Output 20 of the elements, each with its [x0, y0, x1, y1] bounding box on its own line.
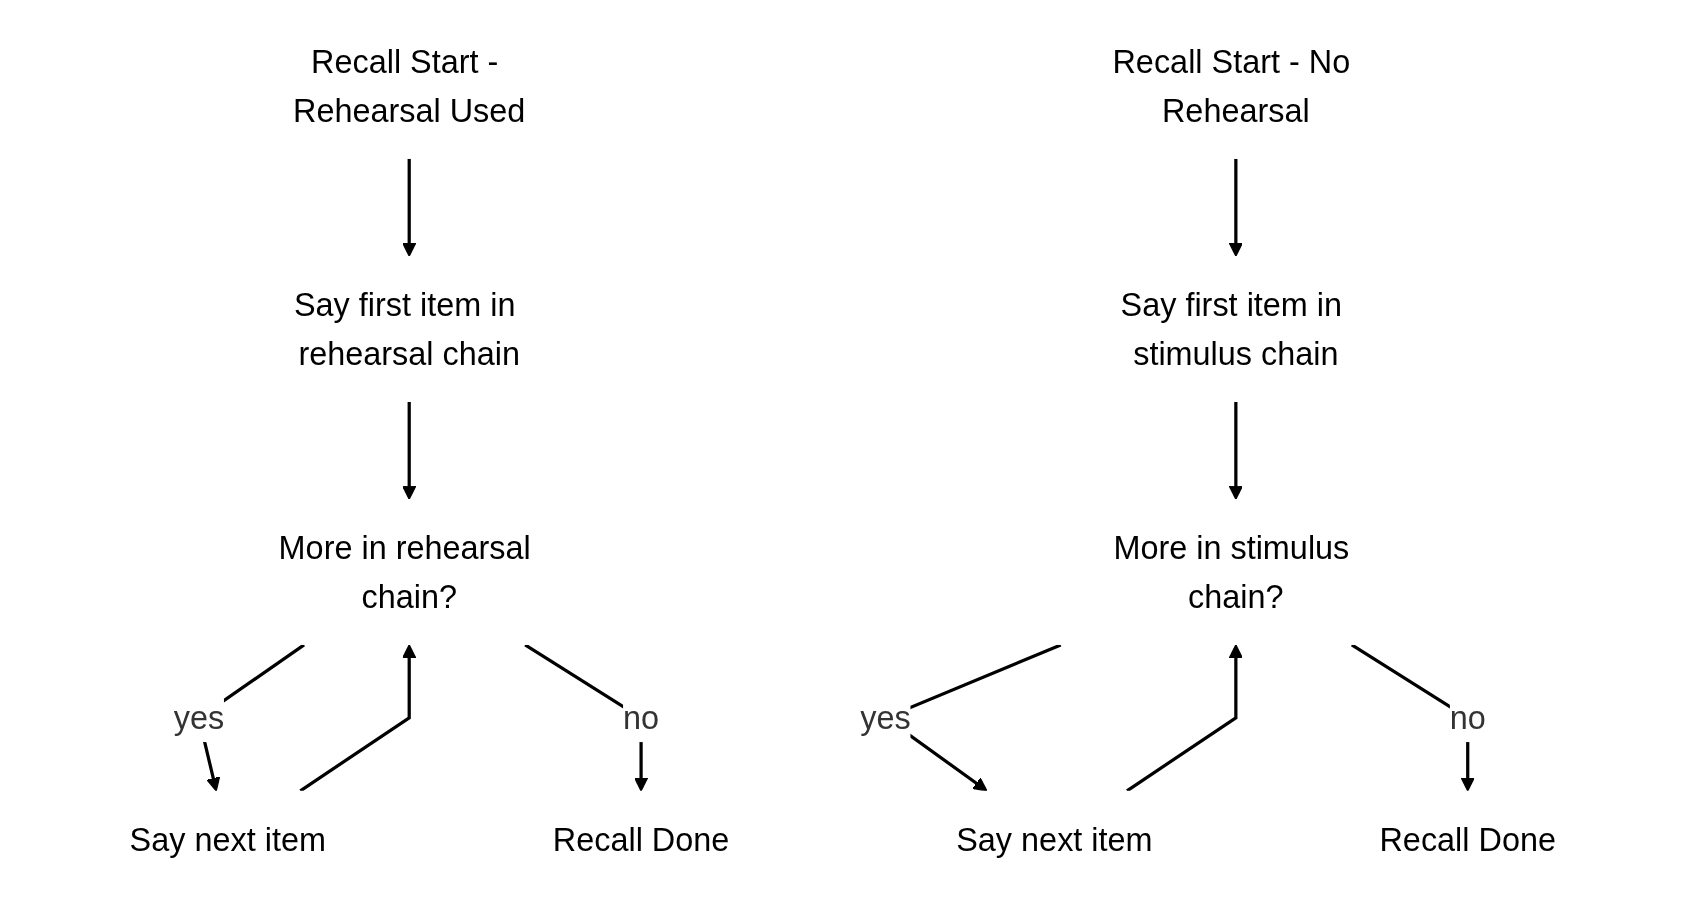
node-text: Say first item in rehearsal chain	[293, 286, 520, 372]
arrow	[1228, 401, 1243, 500]
arrow	[1125, 644, 1243, 793]
node-text: Recall Done	[1379, 821, 1556, 858]
node-text: More in rehearsal chain?	[278, 529, 531, 615]
edge-label: yes	[860, 700, 911, 736]
node-text: Recall Start - No Rehearsal	[1112, 43, 1350, 129]
node-text: More in stimulus chain?	[1113, 529, 1350, 615]
arrow	[401, 158, 417, 257]
arrow	[1228, 158, 1243, 257]
edge-label: no	[1449, 700, 1486, 736]
node-text: Recall Start - Rehearsal Used	[292, 43, 526, 129]
edge-label: yes	[173, 700, 224, 736]
node-text: Recall Done	[552, 821, 730, 858]
node-text: Say next item	[129, 821, 326, 858]
edge-label: no	[622, 700, 659, 736]
arrow	[401, 401, 417, 500]
arrow	[299, 644, 417, 793]
node-text: Say next item	[955, 821, 1153, 858]
node-text: Say first item in stimulus chain	[1120, 286, 1342, 372]
